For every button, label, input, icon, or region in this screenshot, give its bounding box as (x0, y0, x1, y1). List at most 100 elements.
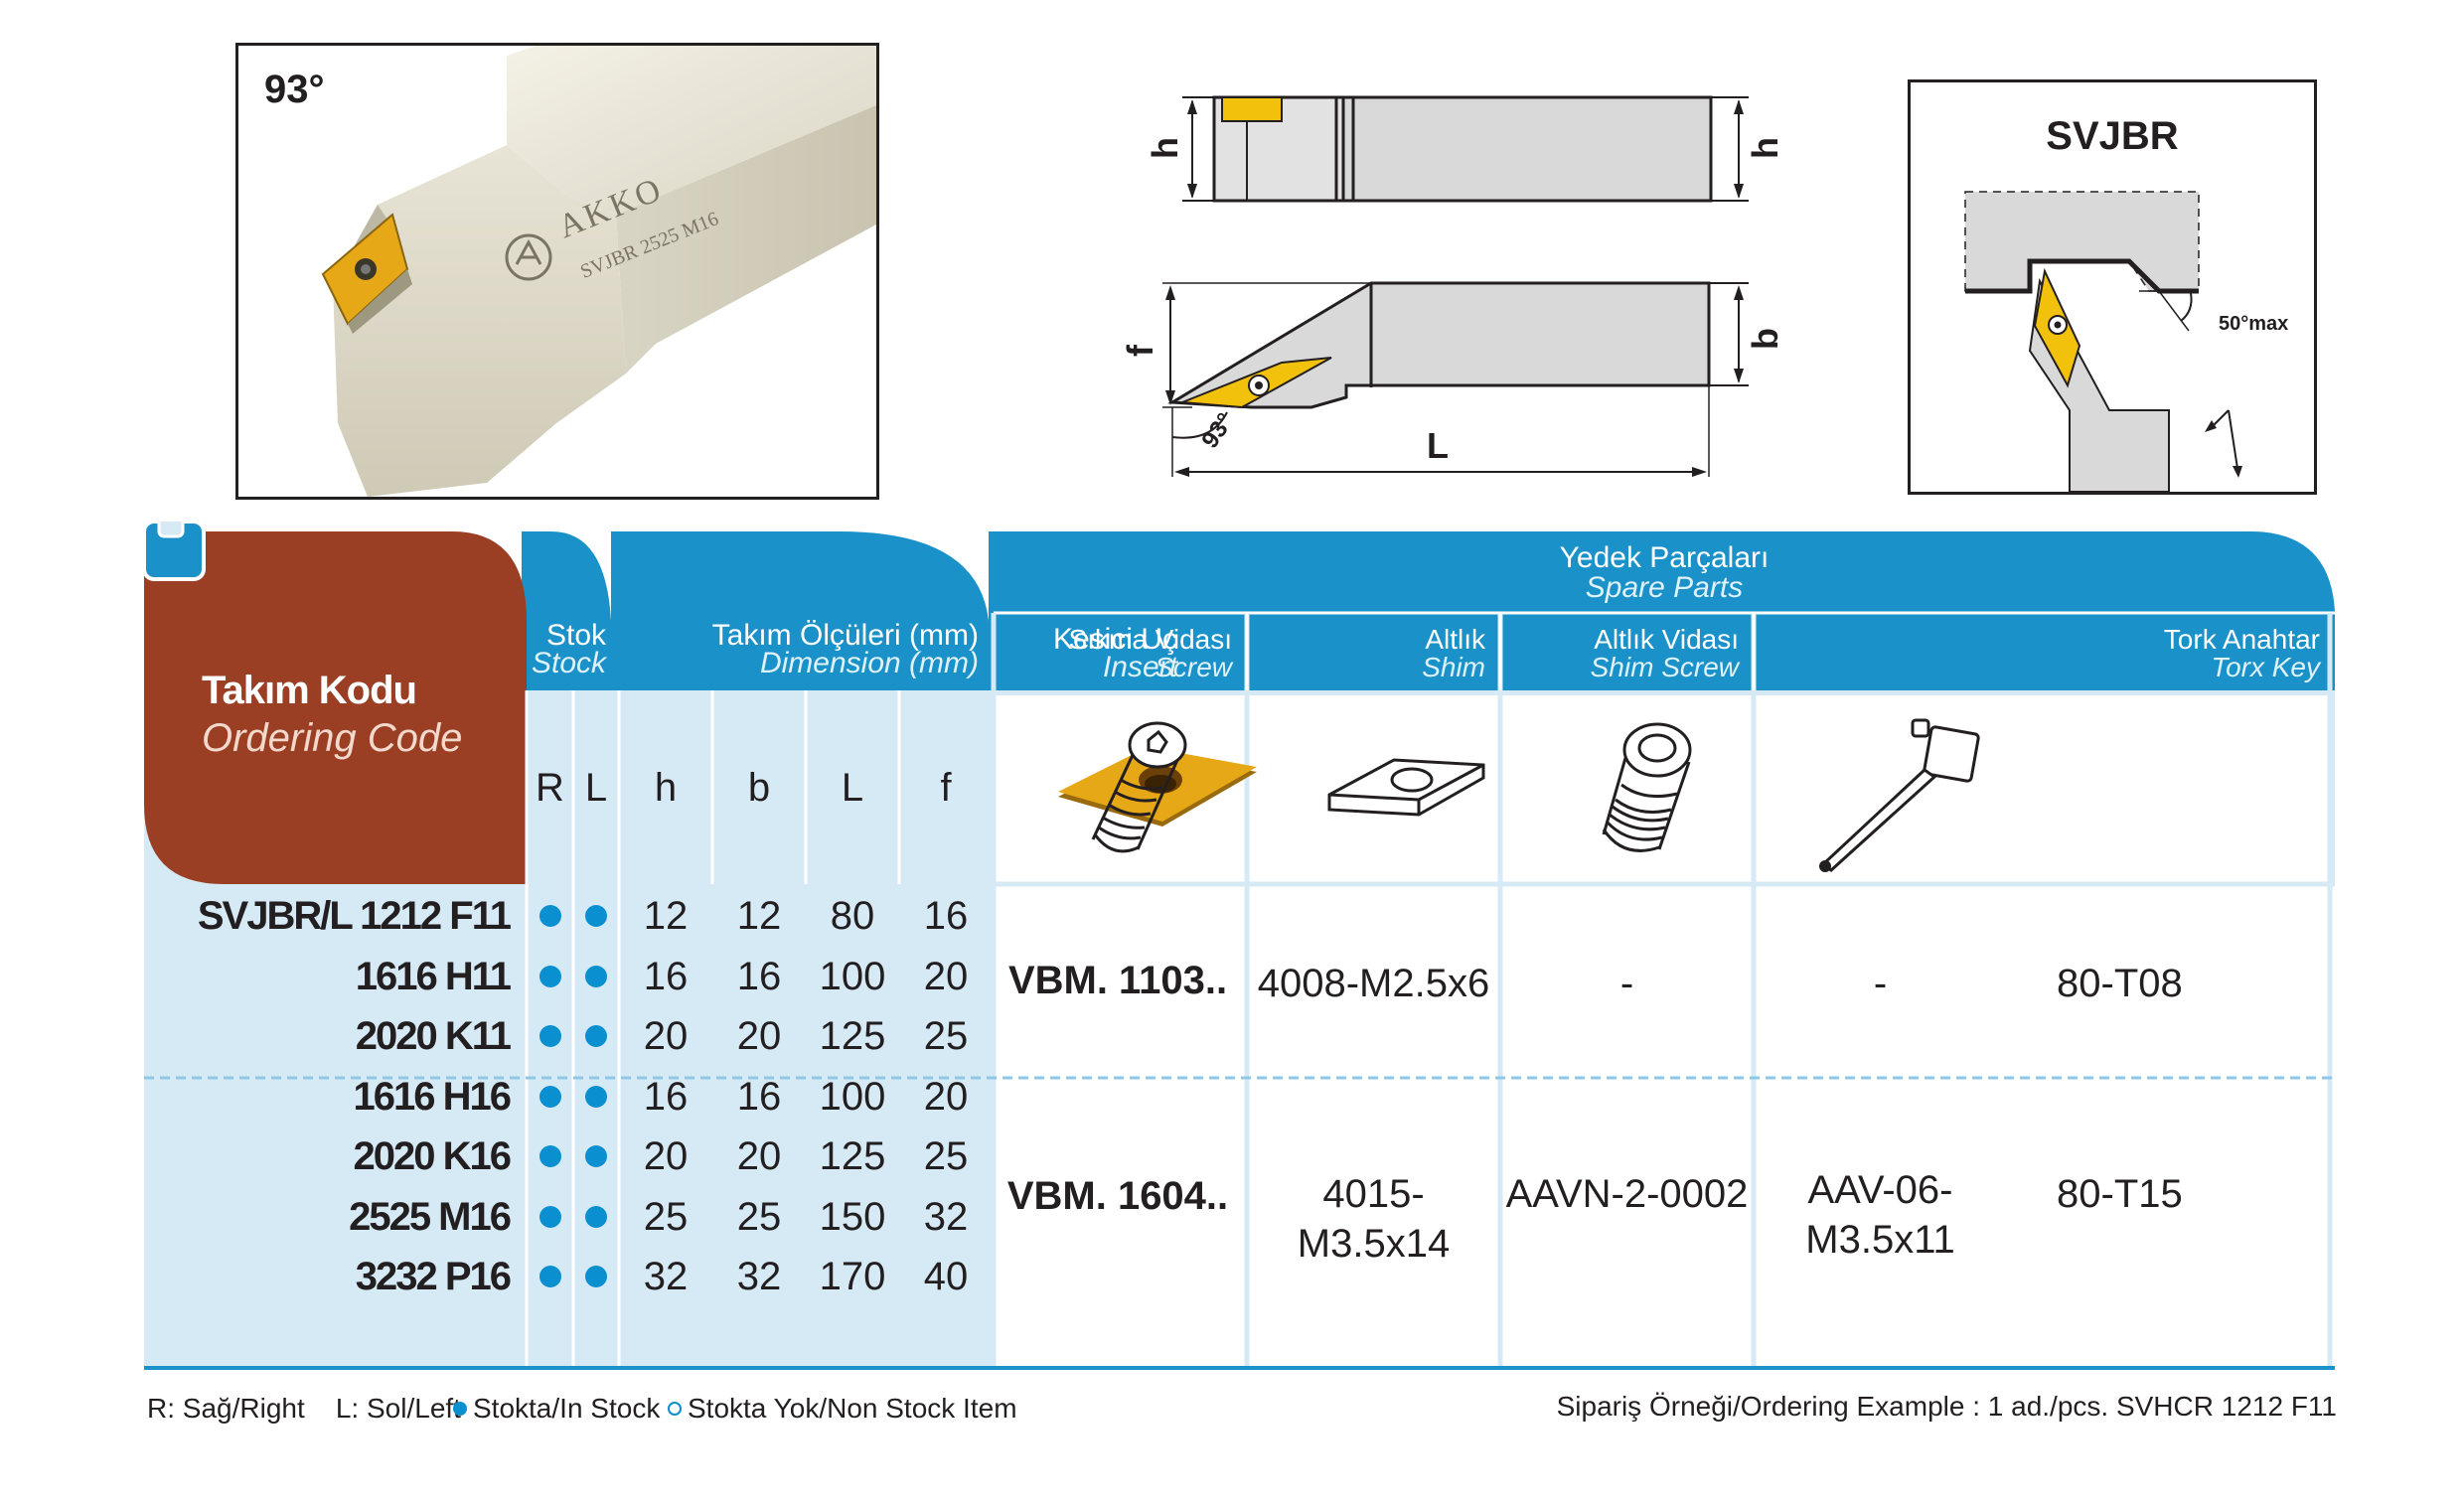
dim-h: 20 (643, 1134, 689, 1178)
dim-L: 100 (819, 954, 886, 998)
shim-screw-icon (1602, 722, 1692, 852)
col-header-h: h (654, 766, 678, 810)
stock-right-cell (527, 1006, 573, 1066)
dim-h: 16 (643, 1074, 689, 1119)
ordering-example: Sipariş Örneği/Ordering Example : 1 ad./… (1556, 1391, 2337, 1422)
dim-f: 40 (923, 1255, 969, 1298)
torx-key-header: Tork Anahtar (2163, 624, 2320, 655)
ordering-code: 1616 H11 (355, 954, 512, 998)
h-label-right: h (1745, 137, 1785, 159)
torx-key-icon (1819, 718, 1980, 872)
dim-f: 20 (923, 954, 969, 998)
dim-L: 170 (819, 1255, 886, 1298)
dim-h: 25 (643, 1194, 689, 1239)
angle-label: 93° (264, 68, 325, 111)
in-stock-dot-icon (539, 1205, 561, 1228)
dim-b: 20 (736, 1134, 782, 1178)
table-background (144, 522, 2335, 1370)
tool-holder-photo-graphic (321, 46, 876, 497)
in-stock-dot-icon (539, 905, 561, 927)
stock-left-cell (573, 1006, 619, 1066)
dim-b: 32 (736, 1255, 782, 1298)
footer-in-stock: Stokta/In Stock (453, 1393, 660, 1425)
stock-right-cell (527, 1247, 573, 1306)
ordering-code-header: Takım Kodu (202, 669, 417, 712)
dim-b: 20 (736, 1014, 782, 1058)
dimension-header: Takım Ölçüleri (mm) (711, 619, 979, 652)
b-label: b (1745, 328, 1785, 350)
stock-left-cell (573, 1187, 619, 1247)
stock-left-cell (573, 1067, 619, 1127)
ordering-code: 2020 K11 (355, 1014, 512, 1058)
stock-left-cell (573, 1247, 619, 1306)
dimension-header-en: Dimension (mm) (759, 647, 979, 679)
dim-h: 12 (643, 894, 689, 938)
dim-b: 25 (736, 1194, 782, 1239)
stock-header-en: Stock (531, 647, 606, 679)
in-stock-dot-icon (539, 1085, 561, 1108)
dim-b: 12 (736, 894, 782, 938)
dim-f: 32 (923, 1194, 969, 1239)
svjbr-title: SVJBR (2046, 114, 2179, 158)
non-stock-circle-icon (668, 1402, 682, 1416)
stock-right-cell (527, 1187, 573, 1247)
insert-header-en: Insert (1102, 651, 1177, 683)
ordering-code: 2020 K16 (353, 1134, 512, 1178)
svjbr-application-drawing (1964, 191, 2242, 492)
in-stock-dot-icon (585, 965, 607, 987)
dim-h: 32 (643, 1255, 689, 1298)
dim-h: 20 (643, 1014, 689, 1058)
in-stock-dot-icon (585, 1205, 607, 1228)
dimension-diagram: h h f b L 93° (1120, 70, 1888, 487)
ordering-code-header-en: Ordering Code (202, 716, 463, 760)
in-stock-dot-icon (453, 1402, 467, 1416)
dim-f: 25 (923, 1014, 969, 1058)
dim-h: 16 (643, 954, 689, 998)
shim-group-2: AAVN-2-0002 (1505, 1172, 1749, 1216)
insert-header: Kesici Uç (1052, 623, 1177, 656)
ordering-code: 1616 H16 (353, 1074, 512, 1119)
in-stock-dot-icon (539, 1266, 561, 1287)
spare-parts-header: Yedek Parçaları (1559, 541, 1770, 574)
footer-non-stock: Stokta Yok/Non Stock Item (668, 1393, 1017, 1425)
svjbr-application-box: SVJBR 50°max (1908, 79, 2317, 495)
shim-screw-group-2: AAV-06-M3.5x11 (1805, 1168, 1955, 1262)
tool-photo: 93° AKKO SVJBR 2525 M16 (235, 43, 879, 500)
dim-b: 16 (736, 954, 782, 998)
col-header-Lmm: L (841, 766, 864, 810)
in-stock-dot-icon (585, 1145, 607, 1167)
stock-left-cell (573, 1127, 619, 1186)
dim-f: 16 (923, 894, 969, 938)
ordering-code: 3232 P16 (355, 1255, 512, 1298)
dim-L: 125 (819, 1134, 886, 1178)
stock-right-cell (527, 886, 573, 946)
stock-right-cell (527, 1067, 573, 1127)
shim-header-en: Shim (1422, 652, 1485, 682)
L-label: L (1427, 425, 1449, 466)
in-stock-dot-icon (539, 1145, 561, 1167)
col-header-L: L (584, 766, 608, 810)
insert-group-1: VBM. 1103.. (1007, 959, 1228, 1002)
torx-group-2: 80-T15 (2057, 1172, 2183, 1216)
in-stock-dot-icon (585, 1025, 607, 1047)
shim-screw-group-1: - (1873, 962, 1888, 1005)
stock-right-cell (527, 947, 573, 1006)
dim-b: 16 (736, 1074, 782, 1119)
spare-parts-header-en: Spare Parts (1585, 571, 1744, 604)
shim-screw-header-en: Shim Screw (1590, 652, 1739, 682)
torx-group-1: 80-T08 (2057, 962, 2183, 1005)
shim-group-1: - (1619, 962, 1634, 1005)
screw-icon (1091, 721, 1187, 853)
dim-L: 125 (819, 1014, 886, 1058)
shim-header: Altlık (1425, 624, 1485, 655)
h-label-left: h (1145, 137, 1185, 159)
max-angle-label: 50°max (2219, 313, 2289, 335)
dimension-drawing (1162, 95, 1749, 477)
in-stock-dot-icon (585, 1266, 607, 1287)
in-stock-dot-icon (539, 965, 561, 987)
insert-group-2: VBM. 1604.. (1006, 1174, 1229, 1218)
shim-screw-header: Altlık Vidası (1594, 624, 1739, 655)
non-stock-label: Stokta Yok/Non Stock Item (688, 1393, 1017, 1424)
screw-group-2: 4015-M3.5x14 (1297, 1172, 1451, 1266)
dim-f: 20 (923, 1074, 969, 1119)
